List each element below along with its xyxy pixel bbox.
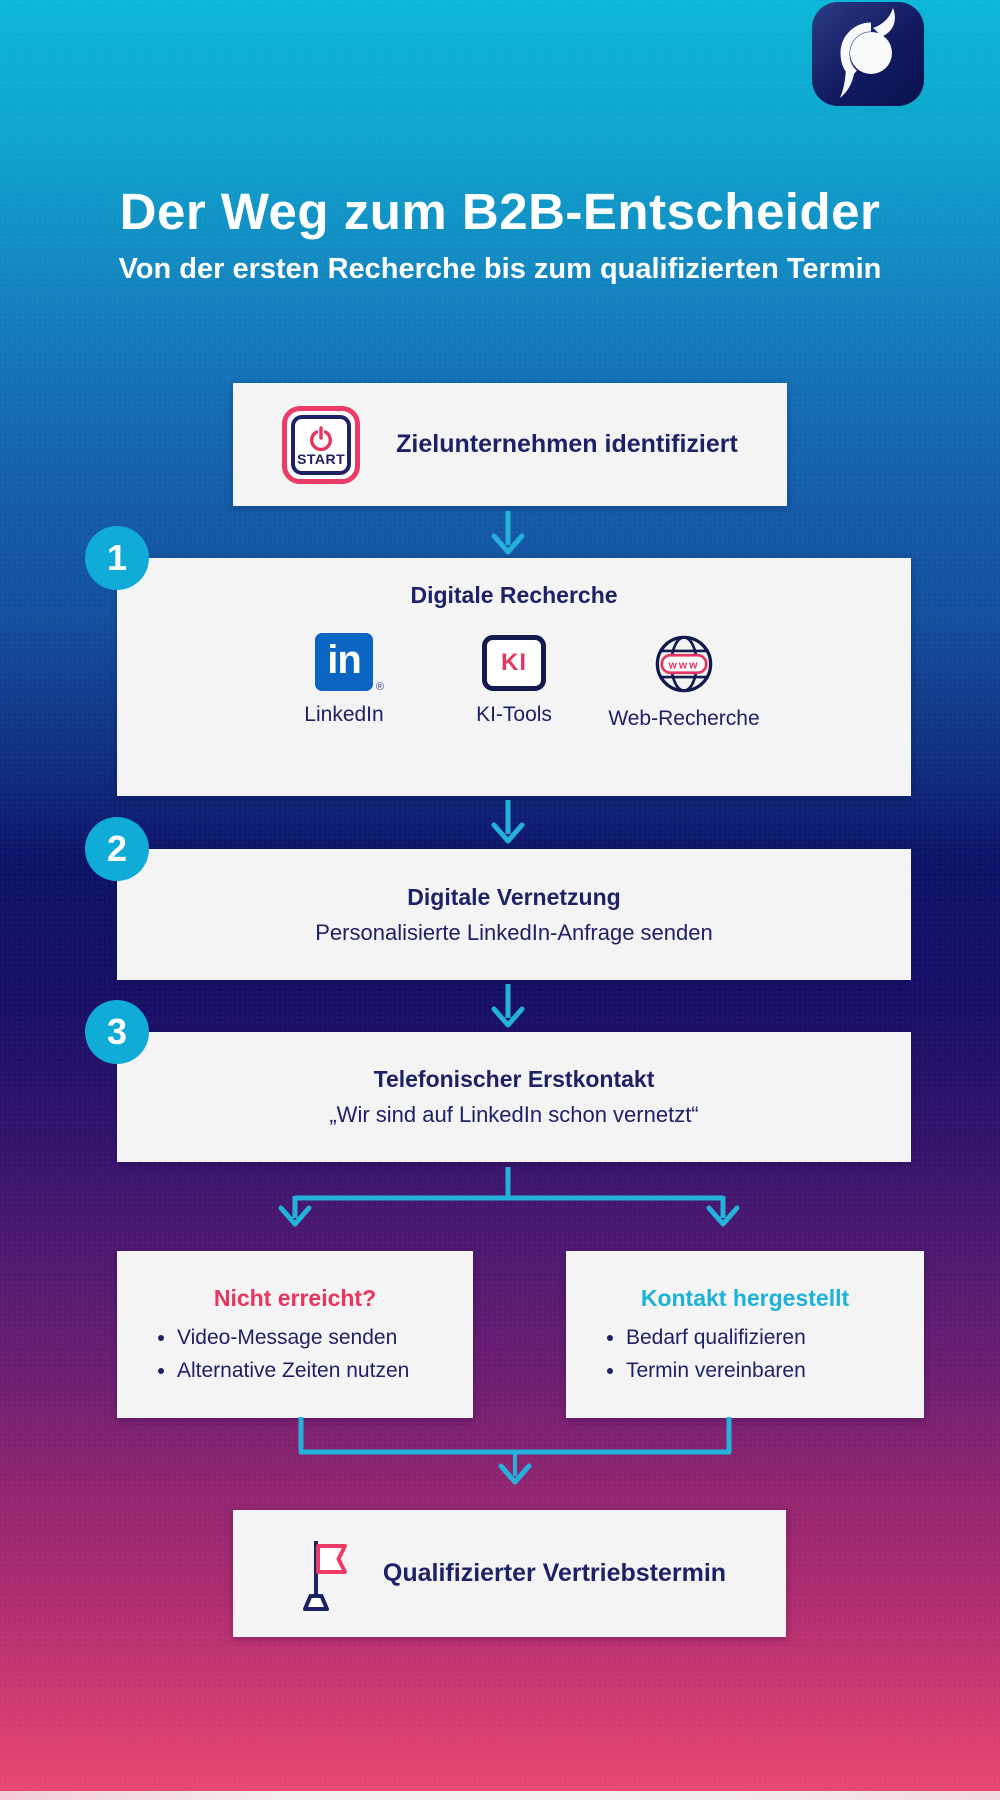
tool-ki: KI KI-Tools <box>429 633 599 731</box>
branch-contact-made: Kontakt hergestellt Bedarf qualifizieren… <box>566 1251 924 1418</box>
tool-linkedin: in ® LinkedIn <box>259 633 429 731</box>
step-title: Digitale Vernetzung <box>407 883 621 910</box>
step-subtitle: Personalisierte LinkedIn-Anfrage senden <box>315 919 713 945</box>
step-digitale-recherche: 1 Digitale Recherche in ® LinkedIn KI KI… <box>85 526 911 796</box>
step-title: Telefonischer Erstkontakt <box>373 1066 655 1092</box>
start-button-icon: START <box>282 405 361 484</box>
tool-label: LinkedIn <box>304 703 384 726</box>
arrow-down-icon <box>491 511 525 555</box>
step-digitale-vernetzung: 2 Digitale Vernetzung Personalisierte Li… <box>85 817 911 980</box>
registered-mark: ® <box>375 681 384 693</box>
start-node: START Zielunternehmen identifiziert <box>233 383 787 506</box>
end-node-label: Qualifizierter Vertriebstermin <box>382 1559 727 1587</box>
brand-logo-icon <box>812 2 924 111</box>
page-subtitle: Von der ersten Recherche bis zum qualifi… <box>118 253 882 285</box>
step-title: Digitale Recherche <box>410 582 618 608</box>
power-icon <box>310 425 333 451</box>
tool-label: Web-Recherche <box>608 707 760 730</box>
www-text: www <box>668 659 700 671</box>
step-telefonischer-erstkontakt: 3 Telefonischer Erstkontakt „Wir sind au… <box>85 1000 911 1162</box>
bullet-item: Termin vereinbaren <box>626 1355 924 1388</box>
branch-bullet-list: Bedarf qualifizieren Termin vereinbaren <box>604 1322 924 1387</box>
bullet-item: Video-Message senden <box>177 1322 473 1355</box>
bullet-item: Bedarf qualifizieren <box>626 1322 924 1355</box>
branch-not-reached: Nicht erreicht? Video-Message senden Alt… <box>117 1251 473 1418</box>
start-node-label: Zielunternehmen identifiziert <box>396 430 738 458</box>
linkedin-icon: in <box>315 633 373 691</box>
branch-split-connector <box>278 1167 740 1227</box>
branch-title: Nicht erreicht? <box>213 1285 377 1311</box>
page-title: Der Weg zum B2B-Entscheider <box>119 183 881 240</box>
branch-title: Kontakt hergestellt <box>640 1285 850 1311</box>
start-icon-word: START <box>297 450 346 467</box>
step-subtitle: „Wir sind auf LinkedIn schon vernetzt“ <box>329 1102 699 1127</box>
branch-merge-connector <box>298 1417 732 1485</box>
step-number-badge: 3 <box>85 1000 149 1064</box>
research-tools-row: in ® LinkedIn KI KI-Tools www Web-Rech <box>117 633 911 731</box>
arrow-down-icon <box>491 800 525 844</box>
arrow-down-icon <box>491 984 525 1028</box>
end-node: Qualifizierter Vertriebstermin <box>233 1510 786 1637</box>
flag-icon <box>302 1540 347 1611</box>
www-globe-icon: www <box>655 635 713 693</box>
tool-web: www Web-Recherche <box>599 633 769 731</box>
tool-label: KI-Tools <box>476 703 552 726</box>
bottom-edge-strip <box>0 1791 1000 1800</box>
branch-bullet-list: Video-Message senden Alternative Zeiten … <box>155 1322 473 1387</box>
step-number-badge: 2 <box>85 817 149 881</box>
step-number-badge: 1 <box>85 526 149 590</box>
ki-badge-icon: KI <box>482 635 546 691</box>
bullet-item: Alternative Zeiten nutzen <box>177 1355 473 1388</box>
